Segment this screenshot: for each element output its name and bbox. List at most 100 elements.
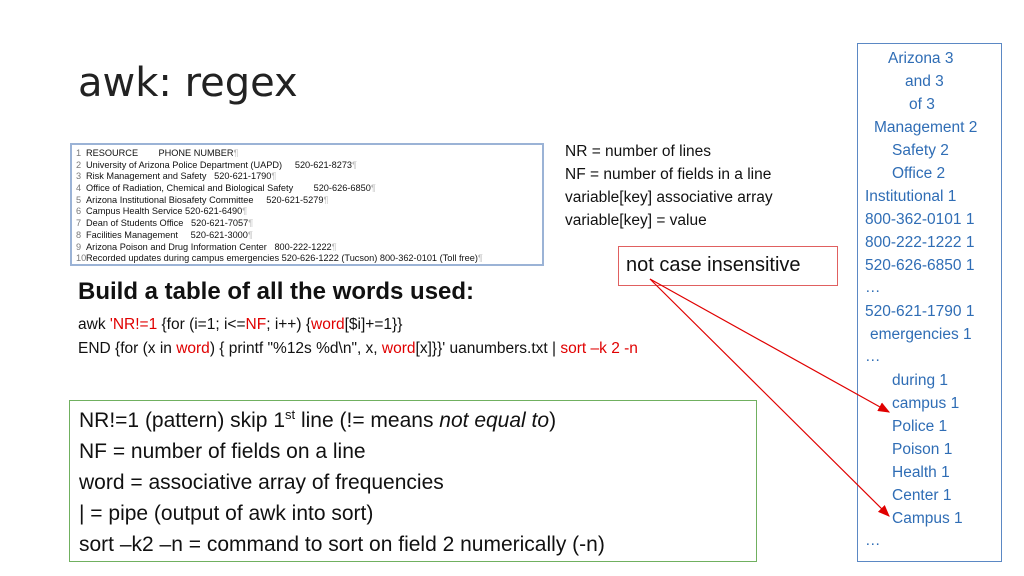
line-text: University of Arizona Police Department … <box>86 159 353 170</box>
output-line: Safety 2 <box>892 142 949 159</box>
file-line: 9 Arizona Poison and Drug Information Cen… <box>76 242 538 254</box>
output-line: 520-626-6850 1 <box>865 257 975 274</box>
code-text: ) { printf "%12s %d\n", x, <box>209 340 382 357</box>
output-line: Center 1 <box>892 487 952 504</box>
output-line: emergencies 1 <box>870 326 972 343</box>
line-number: 10 <box>76 253 87 264</box>
pilcrow-icon: ¶ <box>248 218 254 229</box>
output-line: during 1 <box>892 372 949 389</box>
code-highlight: word <box>176 340 210 357</box>
pilcrow-icon: ¶ <box>323 194 329 205</box>
pilcrow-icon: ¶ <box>242 206 248 217</box>
line-number: 5 <box>76 194 82 205</box>
word-count-output: Arizona 3 and 3 of 3 Management 2 Safety… <box>857 43 1002 562</box>
output-line: Management 2 <box>874 119 978 136</box>
text: line (!= means <box>295 409 440 432</box>
code-text: [x]}}' uanumbers.txt | <box>415 340 561 357</box>
line-text: Facilities Management 520‑621‑3000 <box>86 229 248 240</box>
line-number: 4 <box>76 183 82 194</box>
file-line: 10Recorded updates during campus emergen… <box>76 253 538 265</box>
line-text: RESOURCE PHONE NUMBER <box>86 148 234 158</box>
code-highlight: word <box>311 316 345 333</box>
code-highlight: word <box>381 340 416 357</box>
line-number: 6 <box>76 206 82 217</box>
emphasis: not equal to <box>439 409 550 432</box>
explanation-line: sort –k2 –n = command to sort on field 2… <box>79 533 605 556</box>
note-line: NR = number of lines <box>565 143 712 160</box>
output-line: and 3 <box>905 73 944 90</box>
text: NR!=1 (pattern) skip 1 <box>79 409 286 432</box>
line-number: 7 <box>76 218 82 229</box>
text: ) <box>549 409 557 432</box>
output-line: Office 2 <box>892 165 946 182</box>
line-text: Dean of Students Office 520‑621‑7057 <box>86 218 249 229</box>
line-number: 3 <box>76 171 82 182</box>
output-line: campus 1 <box>892 395 960 412</box>
arrow-to-campus <box>649 278 891 413</box>
file-line: 2 University of Arizona Police Department… <box>76 160 538 172</box>
file-line: 3 Risk Management and Safety 520‑621‑1790… <box>76 171 538 183</box>
explanation-line: word = associative array of frequencies <box>79 471 444 494</box>
line-number: 2 <box>76 159 82 170</box>
output-line: 800-362-0101 1 <box>865 211 975 228</box>
code-text: END {for (x in <box>78 340 177 357</box>
code-text: awk <box>78 316 110 333</box>
case-sensitivity-callout: not case insensitive <box>618 246 838 286</box>
pilcrow-icon: ¶ <box>247 229 253 240</box>
file-line: 1 RESOURCE PHONE NUMBER¶ <box>76 148 538 160</box>
file-line: 8 Facilities Management 520‑621‑3000¶ <box>76 230 538 242</box>
page-title: awk: regex <box>78 60 298 106</box>
awk-command-line-2: END {for (x in word) { printf "%12s %d\n… <box>78 337 638 361</box>
awk-variable-notes: NR = number of lines NF = number of fiel… <box>565 140 773 232</box>
explanation-box: NR!=1 (pattern) skip 1st line (!= means … <box>69 400 757 562</box>
file-line: 7 Dean of Students Office 520‑621‑7057¶ <box>76 218 538 230</box>
line-number: 8 <box>76 229 82 240</box>
explanation-line: NF = number of fields on a line <box>79 440 366 463</box>
output-line: of 3 <box>909 96 935 113</box>
line-number: 9 <box>76 241 82 252</box>
output-line: Health 1 <box>892 464 950 481</box>
note-line: NF = number of fields in a line <box>565 166 772 183</box>
output-ellipsis: … <box>865 279 881 296</box>
code-text: ; i++) { <box>266 316 312 333</box>
output-line: Campus 1 <box>892 510 963 527</box>
line-text: Arizona Poison and Drug Information Cent… <box>86 241 332 252</box>
line-text: Office of Radiation, Chemical and Biolog… <box>86 183 371 194</box>
code-highlight: NF <box>245 316 267 333</box>
awk-command-line-1: awk 'NR!=1 {for (i=1; i<=NF; i++) {word[… <box>78 313 638 337</box>
awk-command: awk 'NR!=1 {for (i=1; i<=NF; i++) {word[… <box>78 313 638 361</box>
code-text: {for (i=1; i<= <box>157 316 246 333</box>
code-highlight: sort –k 2 -n <box>560 340 638 357</box>
section-heading: Build a table of all the words used: <box>78 278 475 305</box>
explanation-line: | = pipe (output of awk into sort) <box>79 502 374 525</box>
code-text: [$i]+=1}} <box>344 316 403 333</box>
pilcrow-icon: ¶ <box>233 148 239 158</box>
file-line: 5 Arizona Institutional Biosafety Committ… <box>76 195 538 207</box>
pilcrow-icon: ¶ <box>370 183 376 194</box>
note-line: variable[key] associative array <box>565 189 773 206</box>
note-line: variable[key] = value <box>565 212 707 229</box>
output-line: 520-621-1790 1 <box>865 303 975 320</box>
file-line: 4 Office of Radiation, Chemical and Biolo… <box>76 183 538 195</box>
output-ellipsis: … <box>865 348 881 365</box>
output-line: Police 1 <box>892 418 948 435</box>
pilcrow-icon: ¶ <box>331 241 337 252</box>
pilcrow-icon: ¶ <box>477 253 483 264</box>
pilcrow-icon: ¶ <box>271 171 277 182</box>
superscript: st <box>285 407 296 422</box>
output-line: Arizona 3 <box>888 50 954 67</box>
explanation-line: NR!=1 (pattern) skip 1st line (!= means … <box>79 405 756 436</box>
file-line: 6 Campus Health Service 520‑621‑6490¶ <box>76 206 538 218</box>
line-text: Risk Management and Safety 520‑621‑1790 <box>86 171 272 182</box>
output-ellipsis: … <box>865 532 881 549</box>
line-number: 1 <box>76 148 82 158</box>
output-line: 800-222-1222 1 <box>865 234 975 251</box>
pilcrow-icon: ¶ <box>352 159 357 170</box>
output-line: Institutional 1 <box>865 188 957 205</box>
output-line: Poison 1 <box>892 441 953 458</box>
line-text: Campus Health Service 520‑621‑6490 <box>86 206 243 217</box>
code-highlight: 'NR!=1 <box>109 316 158 333</box>
line-text: Recorded updates during campus emergenci… <box>86 253 478 264</box>
line-text: Arizona Institutional Biosafety Committe… <box>86 194 324 205</box>
